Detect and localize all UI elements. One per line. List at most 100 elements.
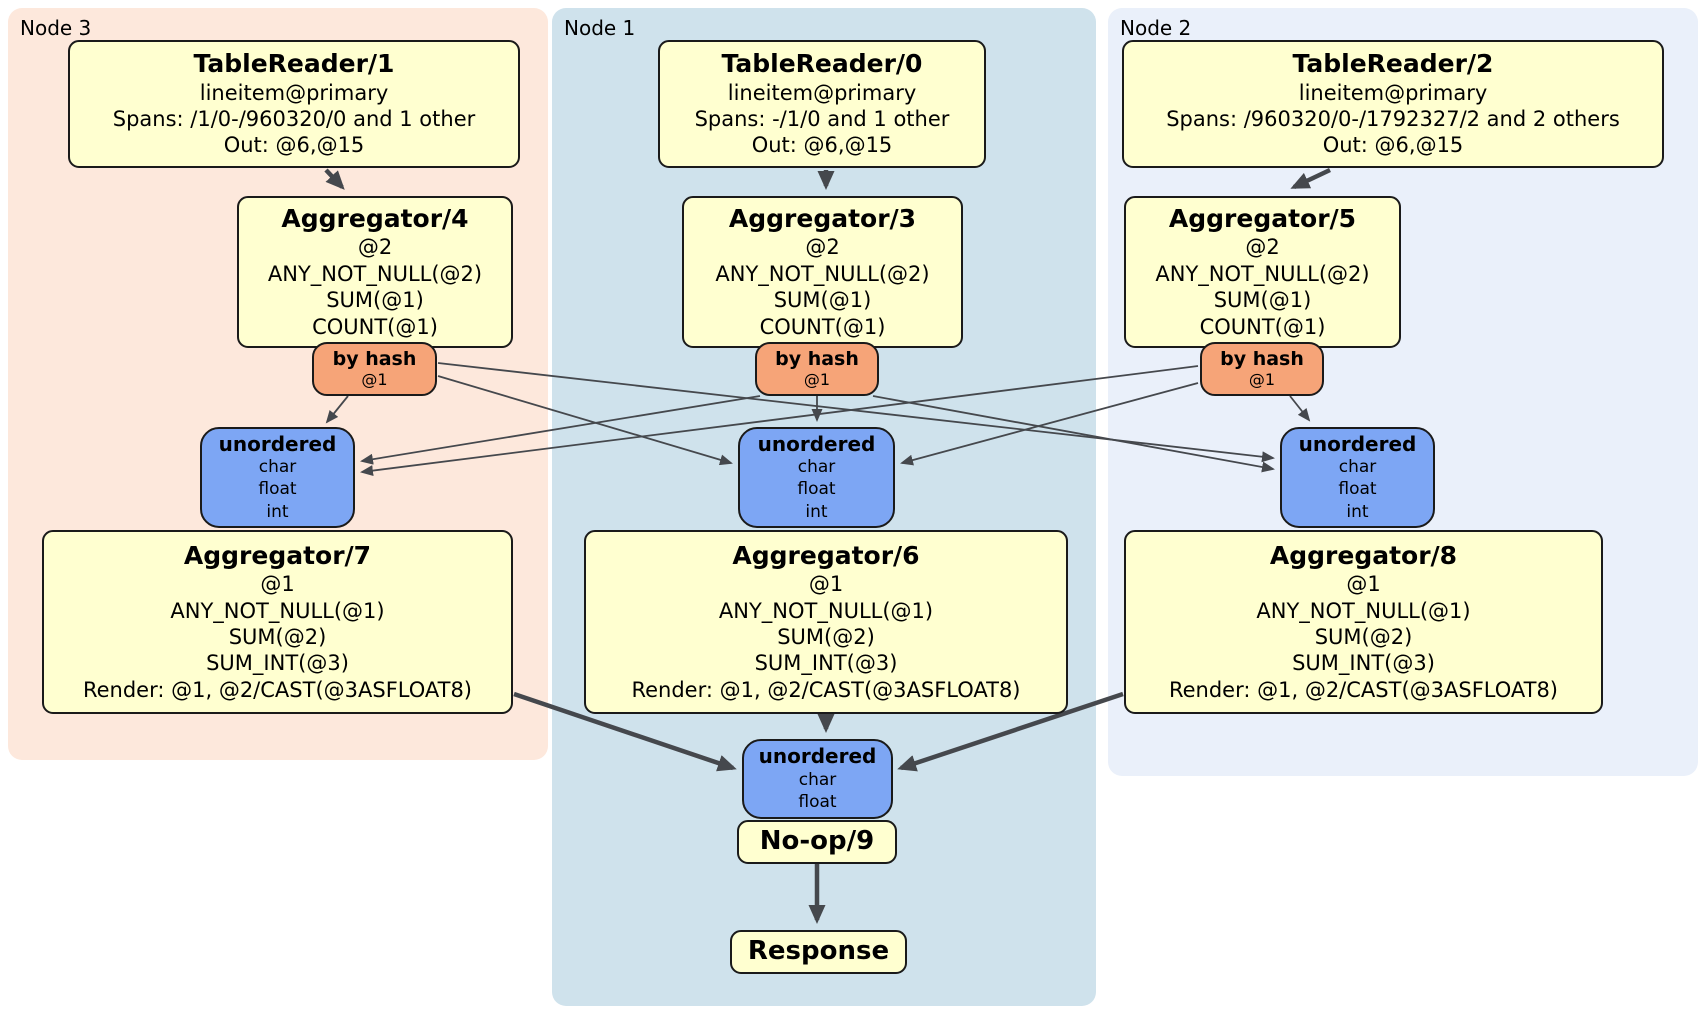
response-box: Response — [730, 930, 907, 974]
region-label-node-3: Node 3 — [20, 16, 92, 40]
aggregator-6-render: Render: @1, @2/CAST(@3ASFLOAT8) — [631, 677, 1021, 702]
tablereader-1-index: lineitem@primary — [199, 80, 389, 105]
sync-node3-col-2: float — [258, 479, 297, 500]
tablereader-0-spans: Spans: -/1/0 and 1 other — [694, 107, 950, 132]
edge-router3-sync3 — [325, 395, 349, 424]
edge-router1-sync2 — [872, 395, 1275, 473]
aggregator-7-group-col: @1 — [260, 572, 295, 597]
aggregator-3-fn-3: COUNT(@1) — [759, 314, 886, 339]
sync-final-col-1: char — [798, 769, 837, 790]
sync-node2-col-1: char — [1338, 457, 1377, 478]
tablereader-1-out: Out: @6,@15 — [223, 133, 365, 158]
sync-unordered-node2: unordered char float int — [1280, 427, 1435, 528]
sync-final-title: unordered — [758, 744, 877, 769]
aggregator-5-fn-2: SUM(@1) — [1213, 288, 1312, 313]
aggregator-8-fn-3: SUM_INT(@3) — [1292, 651, 1435, 676]
edge-router2-sync3 — [360, 365, 1199, 477]
sync-node3-title: unordered — [218, 431, 337, 456]
tablereader-0-out: Out: @6,@15 — [751, 133, 893, 158]
aggregator-4-box: Aggregator/4 @2 ANY_NOT_NULL(@2) SUM(@1)… — [237, 196, 513, 348]
tablereader-2-out: Out: @6,@15 — [1322, 133, 1464, 158]
edge-aggregator8-final-sync — [897, 691, 1124, 772]
router-by-hash-node1: by hash @1 — [755, 342, 879, 396]
aggregator-5-fn-1: ANY_NOT_NULL(@2) — [1155, 261, 1370, 286]
sync-node3-col-1: char — [258, 457, 297, 478]
region-label-node-1: Node 1 — [564, 16, 636, 40]
edge-router3-sync1 — [437, 375, 733, 466]
aggregator-4-fn-3: COUNT(@1) — [312, 314, 438, 339]
sync-node2-col-2: float — [1338, 479, 1377, 500]
aggregator-8-box: Aggregator/8 @1 ANY_NOT_NULL(@1) SUM(@2)… — [1124, 530, 1603, 714]
aggregator-7-fn-3: SUM_INT(@3) — [206, 651, 349, 676]
aggregator-8-fn-1: ANY_NOT_NULL(@1) — [1256, 598, 1471, 623]
router-node1-title: by hash — [775, 348, 859, 371]
router-node2-title: by hash — [1220, 348, 1304, 371]
edge-aggregator7-final-sync — [513, 691, 737, 772]
aggregator-6-title: Aggregator/6 — [732, 540, 920, 570]
tablereader-0-index: lineitem@primary — [727, 80, 917, 105]
tablereader-2-spans: Spans: /960320/0-/1792327/2 and 2 others — [1166, 107, 1620, 132]
sync-node2-col-3: int — [1346, 501, 1369, 522]
aggregator-7-box: Aggregator/7 @1 ANY_NOT_NULL(@1) SUM(@2)… — [42, 530, 513, 714]
aggregator-8-title: Aggregator/8 — [1269, 540, 1458, 570]
router-node1-key: @1 — [803, 370, 831, 390]
aggregator-6-box: Aggregator/6 @1 ANY_NOT_NULL(@1) SUM(@2)… — [584, 530, 1068, 714]
edge-router3-sync2 — [437, 362, 1275, 463]
aggregator-6-fn-2: SUM(@2) — [777, 625, 875, 650]
edge-tablereader2-aggregator5 — [1290, 167, 1331, 190]
aggregator-5-title: Aggregator/5 — [1168, 203, 1357, 233]
aggregator-4-fn-1: ANY_NOT_NULL(@2) — [267, 261, 483, 286]
sync-unordered-final: unordered char float — [742, 739, 893, 819]
aggregator-3-group-col: @2 — [805, 235, 840, 260]
noop-9-box: No-op/9 — [737, 820, 897, 864]
aggregator-8-fn-2: SUM(@2) — [1314, 625, 1413, 650]
aggregator-5-group-col: @2 — [1245, 235, 1280, 260]
aggregator-8-group-col: @1 — [1346, 572, 1381, 597]
aggregator-8-render: Render: @1, @2/CAST(@3ASFLOAT8) — [1168, 677, 1559, 702]
aggregator-7-render: Render: @1, @2/CAST(@3ASFLOAT8) — [82, 677, 473, 702]
aggregator-3-title: Aggregator/3 — [728, 203, 917, 233]
tablereader-0-title: TableReader/0 — [721, 49, 923, 79]
sync-node1-col-3: int — [805, 501, 828, 522]
aggregator-4-fn-2: SUM(@1) — [326, 288, 424, 313]
aggregator-5-fn-3: COUNT(@1) — [1199, 314, 1326, 339]
aggregator-4-group-col: @2 — [357, 235, 393, 260]
sync-node1-col-2: float — [797, 479, 836, 500]
aggregator-3-fn-1: ANY_NOT_NULL(@2) — [715, 261, 930, 286]
sync-unordered-node3: unordered char float int — [200, 427, 355, 528]
aggregator-7-fn-2: SUM(@2) — [228, 625, 327, 650]
tablereader-2-title: TableReader/2 — [1292, 49, 1494, 79]
edge-router2-sync2 — [1289, 395, 1311, 422]
aggregator-6-group-col: @1 — [808, 572, 844, 597]
sync-node3-col-3: int — [266, 501, 289, 522]
aggregator-7-title: Aggregator/7 — [183, 540, 372, 570]
aggregator-6-fn-1: ANY_NOT_NULL(@1) — [718, 598, 934, 623]
region-label-node-2: Node 2 — [1120, 16, 1192, 40]
noop-9-title: No-op/9 — [759, 826, 875, 857]
router-node3-title: by hash — [332, 348, 417, 371]
router-node2-key: @1 — [1248, 370, 1276, 390]
aggregator-4-title: Aggregator/4 — [281, 203, 469, 233]
sync-node1-title: unordered — [757, 431, 876, 456]
aggregator-5-box: Aggregator/5 @2 ANY_NOT_NULL(@2) SUM(@1)… — [1124, 196, 1401, 348]
tablereader-1-box: TableReader/1 lineitem@primary Spans: /1… — [68, 40, 520, 168]
aggregator-3-box: Aggregator/3 @2 ANY_NOT_NULL(@2) SUM(@1)… — [682, 196, 963, 348]
sync-final-col-2: float — [798, 792, 837, 813]
edge-router1-sync3 — [360, 395, 761, 465]
router-by-hash-node3: by hash @1 — [312, 342, 437, 396]
router-node3-key: @1 — [361, 370, 388, 390]
response-title: Response — [747, 936, 890, 967]
tablereader-1-spans: Spans: /1/0-/960320/0 and 1 other — [112, 107, 476, 132]
tablereader-2-box: TableReader/2 lineitem@primary Spans: /9… — [1122, 40, 1664, 168]
sync-node2-title: unordered — [1298, 431, 1417, 456]
tablereader-2-index: lineitem@primary — [1298, 80, 1488, 105]
tablereader-1-title: TableReader/1 — [193, 49, 395, 79]
sync-node1-col-1: char — [797, 457, 836, 478]
tablereader-0-box: TableReader/0 lineitem@primary Spans: -/… — [658, 40, 986, 168]
router-by-hash-node2: by hash @1 — [1200, 342, 1324, 396]
sync-unordered-node1: unordered char float int — [738, 427, 895, 528]
aggregator-3-fn-2: SUM(@1) — [773, 288, 872, 313]
edge-tablereader1-aggregator4 — [324, 168, 345, 190]
